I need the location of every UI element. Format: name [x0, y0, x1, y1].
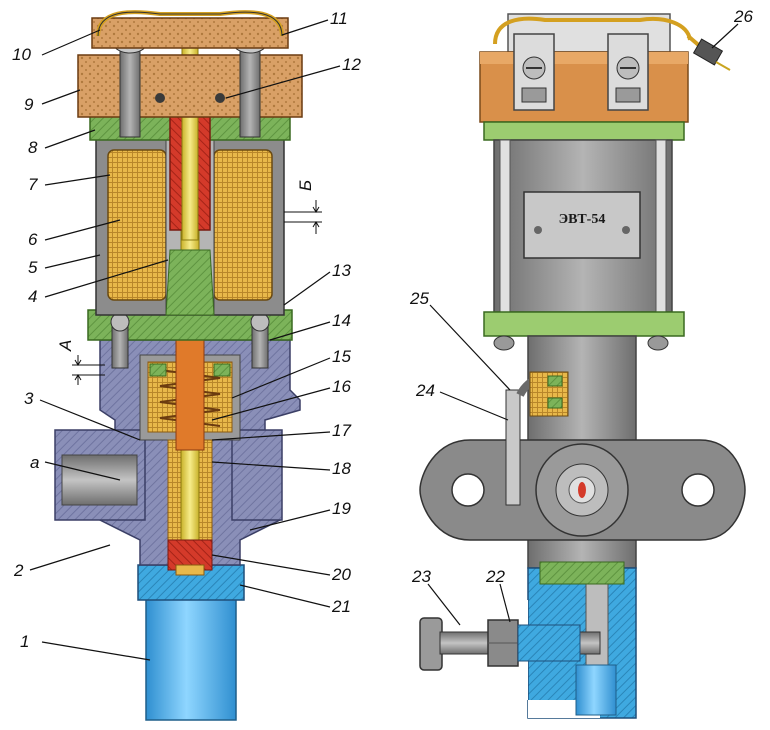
locknut-22: [487, 619, 519, 667]
ext-lower-flange: [483, 311, 685, 337]
callout-11: 11: [330, 9, 348, 28]
rivet: [622, 226, 630, 234]
callout-9: 9: [24, 95, 34, 114]
callout-20: 20: [331, 565, 351, 584]
top-cap: [91, 17, 289, 49]
wire-10-outline: [97, 11, 283, 37]
callout-7: 7: [28, 175, 38, 194]
pipe-1: [145, 589, 237, 721]
seal-green: [149, 363, 167, 377]
callout-10: 10: [12, 45, 31, 64]
callout-15: 15: [332, 347, 351, 366]
callout-19: 19: [332, 499, 351, 518]
callout-16: 16: [332, 377, 351, 396]
callout-8: 8: [28, 138, 38, 157]
callout-22: 22: [485, 567, 505, 586]
coil-6-right: [213, 149, 273, 301]
seal-12: [155, 93, 165, 103]
screw: [250, 312, 270, 369]
inlet-channel: [61, 454, 138, 506]
callout-a: a: [30, 453, 39, 472]
callout-23: 23: [411, 567, 431, 586]
seal-green: [213, 363, 231, 377]
callout-18: 18: [332, 459, 351, 478]
external-view: ЭВТ-54: [419, 13, 746, 719]
ext-wire: [493, 16, 692, 45]
outlet-marker: [578, 482, 586, 498]
callout-2: 2: [13, 561, 24, 580]
gap-dimension-b: [284, 200, 322, 234]
callout-4: 4: [28, 287, 37, 306]
callout-26: 26: [733, 7, 753, 26]
nameplate: [523, 191, 641, 259]
coil-6-left: [107, 149, 167, 301]
ear-hole: [681, 473, 715, 507]
callout-A: А: [56, 340, 75, 352]
ear-hole: [451, 473, 485, 507]
plunger-stem: [175, 329, 205, 451]
leader-lines: [29, 19, 739, 661]
armature-4: [165, 249, 215, 316]
callout-B: Б: [296, 180, 315, 191]
connector-26: [686, 34, 731, 71]
callout-12: 12: [342, 55, 361, 74]
nameplate-text: ЭВТ-54: [559, 212, 606, 227]
callout-21: 21: [331, 597, 351, 616]
flange-nut: [647, 335, 669, 351]
thread-band: [539, 561, 625, 585]
terminal-clamp: [607, 33, 649, 111]
right-boss: [231, 429, 283, 521]
callout-labels: 1 2 3 4 5 6 7 8 9 10 11 12 13 14 15 16 1…: [12, 7, 753, 651]
tie-rod: [499, 139, 511, 313]
screw-body: [517, 624, 581, 662]
section-view: [54, 10, 322, 721]
tie-rod: [655, 139, 667, 313]
cover-9: [77, 54, 303, 118]
callout-6: 6: [28, 230, 38, 249]
callout-5: 5: [28, 258, 38, 277]
lever-seal-25: [529, 371, 569, 417]
callout-17: 17: [332, 421, 351, 440]
terminal-clamp: [513, 33, 555, 111]
callout-24: 24: [415, 381, 435, 400]
bottom-fitting: [575, 664, 617, 716]
ext-upper-flange: [483, 121, 685, 141]
callout-1: 1: [20, 632, 29, 651]
callout-13: 13: [332, 261, 351, 280]
gap-dimension-a: [72, 355, 105, 385]
flange-nut: [493, 335, 515, 351]
callout-14: 14: [332, 311, 351, 330]
callout-3: 3: [24, 389, 34, 408]
rivet: [534, 226, 542, 234]
callout-25: 25: [409, 289, 429, 308]
seat-insert: [175, 564, 205, 576]
screw: [110, 312, 130, 369]
seal-12: [215, 93, 225, 103]
